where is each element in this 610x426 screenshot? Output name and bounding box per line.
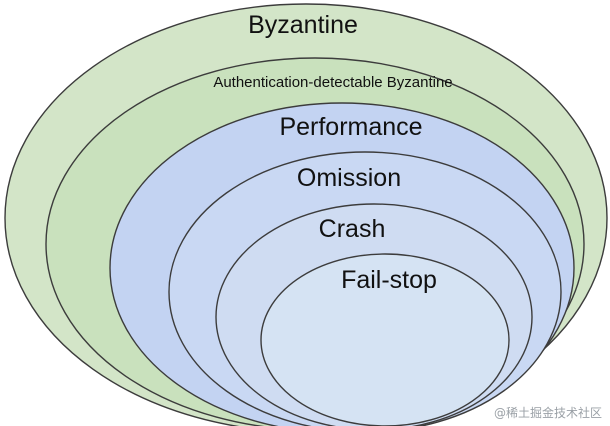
byzantine-label: Byzantine <box>248 11 358 39</box>
authentication-detectable-byzantine-label: Authentication-detectable Byzantine <box>213 74 452 91</box>
watermark-text: @稀土掘金技术社区 <box>494 405 602 420</box>
omission-label: Omission <box>297 164 401 192</box>
crash-label: Crash <box>319 215 386 243</box>
fail-stop-ellipse <box>260 253 510 426</box>
performance-label: Performance <box>279 113 422 141</box>
fail-stop-label: Fail-stop <box>341 266 437 294</box>
